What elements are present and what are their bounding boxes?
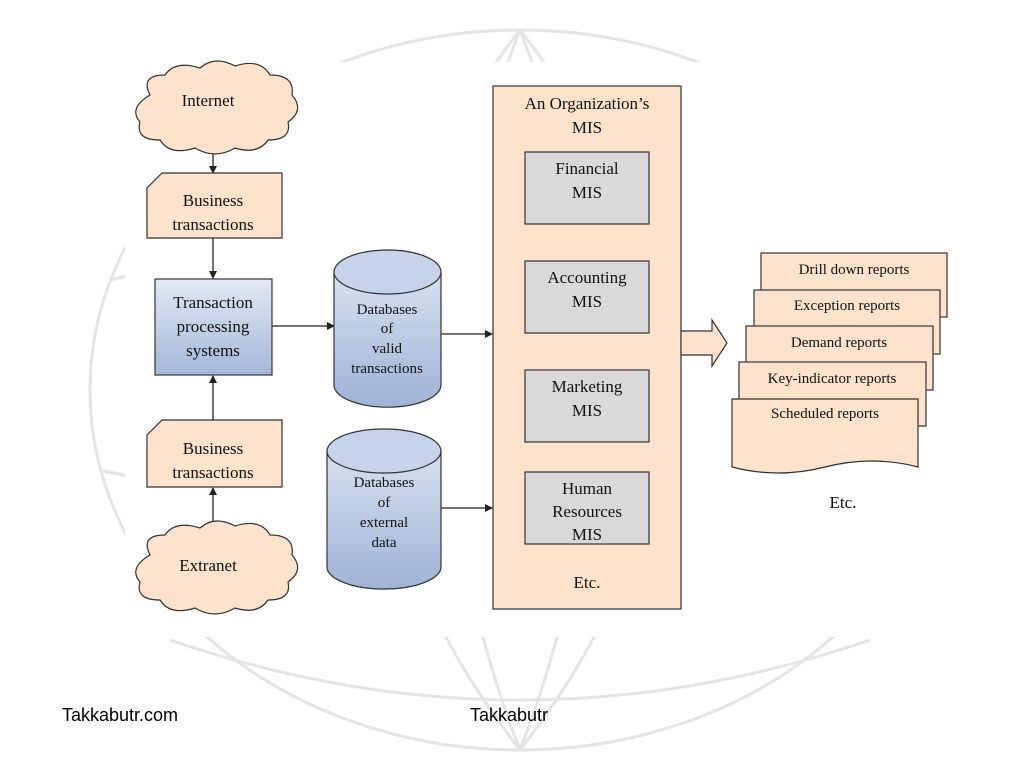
business-top-line2: transactions: [172, 215, 253, 234]
tps-line3: systems: [186, 341, 240, 360]
marketing-mis-line1: Marketing: [552, 377, 623, 396]
db-valid-line2: of: [381, 321, 394, 337]
db-external-line1: Databases: [354, 475, 415, 491]
report-scheduled: Scheduled reports: [731, 398, 919, 474]
block-arrow-to-reports: [680, 317, 728, 369]
footer-author: Takkabutr: [470, 705, 549, 725]
financial-mis-line2: MIS: [572, 183, 602, 202]
mis-title-line2: MIS: [572, 118, 602, 137]
business-transactions-top: Business transactions: [146, 172, 283, 239]
accounting-mis: Accounting MIS: [524, 260, 650, 334]
human-resources-mis: Human Resources MIS: [524, 471, 650, 545]
mis-etc: Etc.: [574, 573, 601, 592]
footer-site-name: Takkabutr.com: [62, 705, 179, 725]
db-valid-line1: Databases: [357, 302, 418, 318]
db-external-line4: data: [372, 535, 397, 551]
report-drill-down-label: Drill down reports: [799, 262, 910, 278]
db-valid-line4: transactions: [351, 361, 423, 377]
hr-mis-line2: Resources: [552, 502, 622, 521]
db-external-line2: of: [378, 495, 391, 511]
business-bottom-line2: transactions: [172, 463, 253, 482]
database-external-data: Databases of external data: [326, 428, 442, 590]
report-exception-label: Exception reports: [794, 298, 900, 314]
business-top-line1: Business: [183, 191, 243, 210]
report-scheduled-label: Scheduled reports: [771, 406, 879, 422]
reports-etc: Etc.: [830, 493, 857, 512]
business-bottom-line1: Business: [183, 439, 243, 458]
extranet-cloud: Extranet: [135, 520, 299, 615]
database-valid-transactions: Databases of valid transactions: [333, 249, 442, 408]
tps-line2: processing: [177, 317, 250, 336]
db-valid-line3: valid: [372, 341, 402, 357]
internet-cloud: Internet: [135, 60, 299, 155]
marketing-mis-line2: MIS: [572, 401, 602, 420]
report-demand-label: Demand reports: [791, 335, 887, 351]
tps-line1: Transaction: [173, 293, 253, 312]
hr-mis-line1: Human: [562, 479, 613, 498]
mis-title-line1: An Organization’s: [525, 94, 650, 113]
extranet-label: Extranet: [179, 556, 237, 575]
financial-mis: Financial MIS: [524, 151, 650, 225]
marketing-mis: Marketing MIS: [524, 369, 650, 443]
business-transactions-bottom: Business transactions: [146, 419, 283, 488]
report-stack: Drill down reports Exception reports Dem…: [731, 252, 948, 512]
db-external-line3: external: [360, 515, 408, 531]
report-key-indicator-label: Key-indicator reports: [768, 371, 897, 387]
hr-mis-line3: MIS: [572, 525, 602, 544]
accounting-mis-line2: MIS: [572, 292, 602, 311]
accounting-mis-line1: Accounting: [547, 268, 627, 287]
organization-mis: An Organization’s MIS Financial MIS Acco…: [492, 85, 682, 610]
internet-label: Internet: [182, 91, 235, 110]
transaction-processing-systems: Transaction processing systems: [154, 278, 273, 376]
financial-mis-line1: Financial: [555, 159, 619, 178]
